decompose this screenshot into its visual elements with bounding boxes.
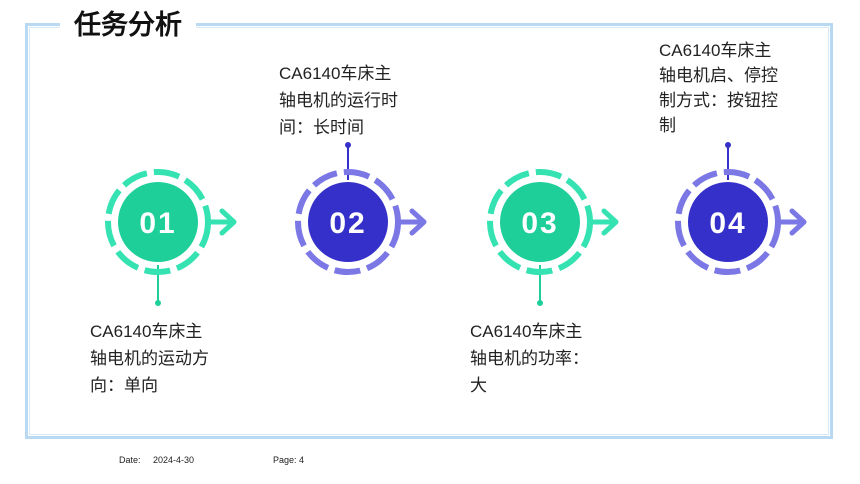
step-03: 03	[487, 169, 619, 306]
step-03-line: 轴电机的功率：	[470, 349, 589, 368]
step-03-arrow-head-icon	[601, 208, 619, 236]
step-04-line: 制	[659, 116, 676, 135]
step-04-disc	[688, 182, 768, 262]
step-03-connector-dot	[537, 300, 543, 306]
step-02-number: 02	[329, 207, 366, 240]
step-03-line: 大	[470, 376, 487, 395]
step-04: 04	[675, 142, 807, 275]
step-03-description: CA6140车床主 轴电机的功率： 大	[470, 318, 589, 399]
step-01-line: 向：单向	[90, 376, 158, 395]
footer-date-value: 2024-4-30	[153, 455, 195, 465]
footer-date-label: Date:	[119, 455, 141, 465]
step-03-number: 03	[521, 207, 558, 240]
step-01-line: 轴电机的运动方	[90, 349, 209, 368]
step-01-number: 01	[139, 207, 176, 240]
step-02-line: 轴电机的运行时	[279, 91, 398, 110]
step-02-line: 间：长时间	[279, 118, 364, 137]
step-01: 01	[105, 169, 237, 306]
step-01-line: CA6140车床主	[90, 322, 203, 341]
step-04-connector-dot	[725, 142, 731, 148]
step-02-disc	[308, 182, 388, 262]
step-02-line: CA6140车床主	[279, 64, 392, 83]
step-01-description: CA6140车床主 轴电机的运动方 向：单向	[90, 318, 209, 399]
step-04-arrow-head-icon	[789, 208, 807, 236]
step-04-line: 制方式：按钮控	[659, 91, 778, 110]
step-03-disc	[500, 182, 580, 262]
step-02-description: CA6140车床主 轴电机的运行时 间：长时间	[279, 60, 398, 141]
step-02: 02	[295, 142, 427, 275]
step-04-number: 04	[709, 207, 746, 240]
step-04-line: 轴电机启、停控	[659, 66, 778, 85]
page-title: 任务分析	[60, 6, 196, 46]
step-01-connector-dot	[155, 300, 161, 306]
step-04-description: CA6140车床主 轴电机启、停控 制方式：按钮控 制	[659, 38, 778, 138]
step-01-arrow-head-icon	[219, 208, 237, 236]
step-03-line: CA6140车床主	[470, 322, 583, 341]
content-frame	[25, 23, 833, 439]
step-01-disc	[118, 182, 198, 262]
step-02-connector-dot	[345, 142, 351, 148]
frame-inner-border	[29, 27, 829, 435]
footer-page: Page: 4	[273, 455, 305, 465]
step-02-arrow-head-icon	[409, 208, 427, 236]
step-04-line: CA6140车床主	[659, 41, 772, 60]
